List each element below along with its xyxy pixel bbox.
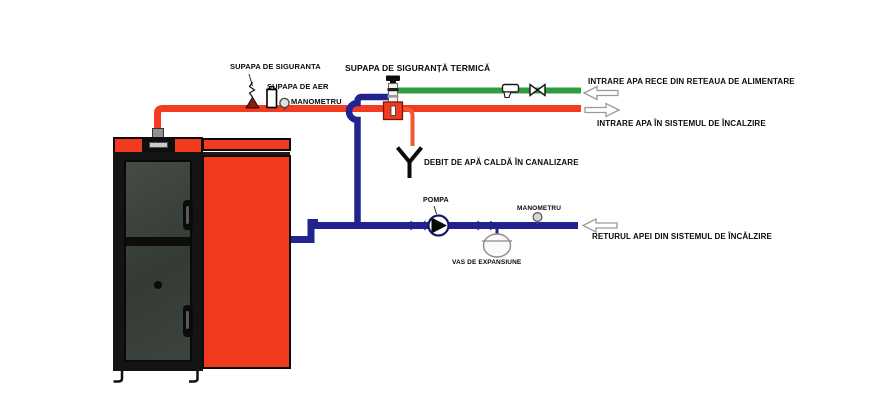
boiler-water-jacket-section	[202, 155, 291, 369]
boiler-door-knob	[154, 281, 162, 289]
return-valve-2-icon	[477, 220, 492, 231]
boiler-foot-right	[189, 370, 199, 383]
return-pipe-boiler-stub	[290, 219, 318, 243]
pump-impeller	[431, 217, 447, 234]
drain-funnel-shape	[395, 146, 424, 178]
boiler-upper-door-handle	[183, 200, 193, 230]
boiler-cap-seam	[203, 152, 290, 155]
manometer-bottom-icon	[532, 212, 543, 224]
thermal-valve-body	[388, 83, 398, 103]
air-valve-label: SUPAPA DE AER	[267, 82, 329, 91]
thermal-safety-valve-label: SUPAPA DE SIGURANȚĂ TERMICĂ	[345, 63, 491, 73]
return-arrow-icon	[581, 217, 618, 234]
return-valve2-left	[477, 220, 485, 231]
thermal-safety-valve-icon	[382, 75, 404, 121]
safety-valve-body	[245, 96, 260, 109]
expansion-vessel-icon	[482, 228, 512, 258]
return-valve1-left	[410, 220, 418, 231]
expansion-vessel-tank	[482, 233, 512, 258]
pump-label: POMPA	[423, 197, 449, 204]
check-fitting-body	[501, 83, 520, 93]
air-valve-body	[266, 88, 278, 109]
thermal-valve-band-2	[387, 95, 399, 98]
heating-inlet-label: INTRARE APA ÎN SISTEMUL DE ÎNCALZIRE	[597, 119, 766, 128]
safety-valve-spring	[248, 81, 256, 98]
manometer-top-dial	[279, 97, 290, 109]
drain-pipe	[399, 107, 415, 146]
boiler-door-divider	[126, 237, 190, 246]
cold-water-inlet-arrow-icon	[582, 85, 619, 101]
cold-water-inlet-label: INTRARE APA RECE DIN RETEAUA DE ALIMENTA…	[588, 77, 795, 86]
pump-icon	[427, 205, 450, 237]
return-pipe-vertical	[345, 93, 389, 224]
check-fitting-icon	[501, 83, 520, 99]
green-valve-left	[529, 83, 539, 97]
flow-arrows	[581, 85, 621, 234]
green-line-valve-icon	[529, 83, 546, 97]
thermal-valve-band-1	[387, 88, 399, 92]
boiler-feet	[113, 370, 199, 383]
manometer-top-label: MANOMETRU	[291, 97, 342, 106]
manometer-bottom-dial	[532, 212, 543, 223]
boiler-foot-left	[113, 370, 124, 383]
boiler-top-cap-right	[202, 138, 291, 151]
return-valve1-right	[418, 220, 426, 231]
manometer-top-icon	[279, 97, 290, 110]
manometer-bottom-label: MANOMETRU	[517, 205, 562, 212]
safety-valve-icon	[245, 73, 260, 109]
thermal-valve-stem	[390, 81, 396, 84]
thermal-valve-slot	[390, 105, 396, 116]
thermal-valve-cap	[386, 75, 400, 81]
boiler-control-display	[149, 142, 168, 148]
supply-pipe-red	[154, 105, 581, 131]
air-valve-icon	[266, 86, 278, 109]
return-valve2-right	[484, 220, 492, 231]
supply-pipe-red-path	[154, 105, 581, 131]
heating-inlet-arrow-icon	[584, 102, 621, 118]
safety-valve-label: SUPAPA DE SIGURANTA	[230, 62, 321, 71]
safety-valve-pointer-line	[248, 73, 253, 87]
return-valve-1-icon	[410, 220, 426, 231]
check-fitting-tab	[503, 91, 512, 99]
drain-funnel-icon	[395, 146, 424, 178]
boiler-door	[124, 160, 192, 362]
green-valve-right	[536, 83, 546, 97]
drain-pipe-path	[399, 107, 415, 146]
expansion-vessel-label: VAS DE EXPANSIUNE	[452, 259, 522, 266]
pump-pointer-line	[433, 205, 437, 215]
return-line-label: RETURUL APEI DIN SISTEMUL DE ÎNCĂLZIRE	[592, 232, 772, 241]
boiler-lower-door-handle	[183, 305, 193, 337]
hot-water-drain-label: DEBIT DE APĂ CALDĂ ÎN CANALIZARE	[424, 158, 579, 167]
